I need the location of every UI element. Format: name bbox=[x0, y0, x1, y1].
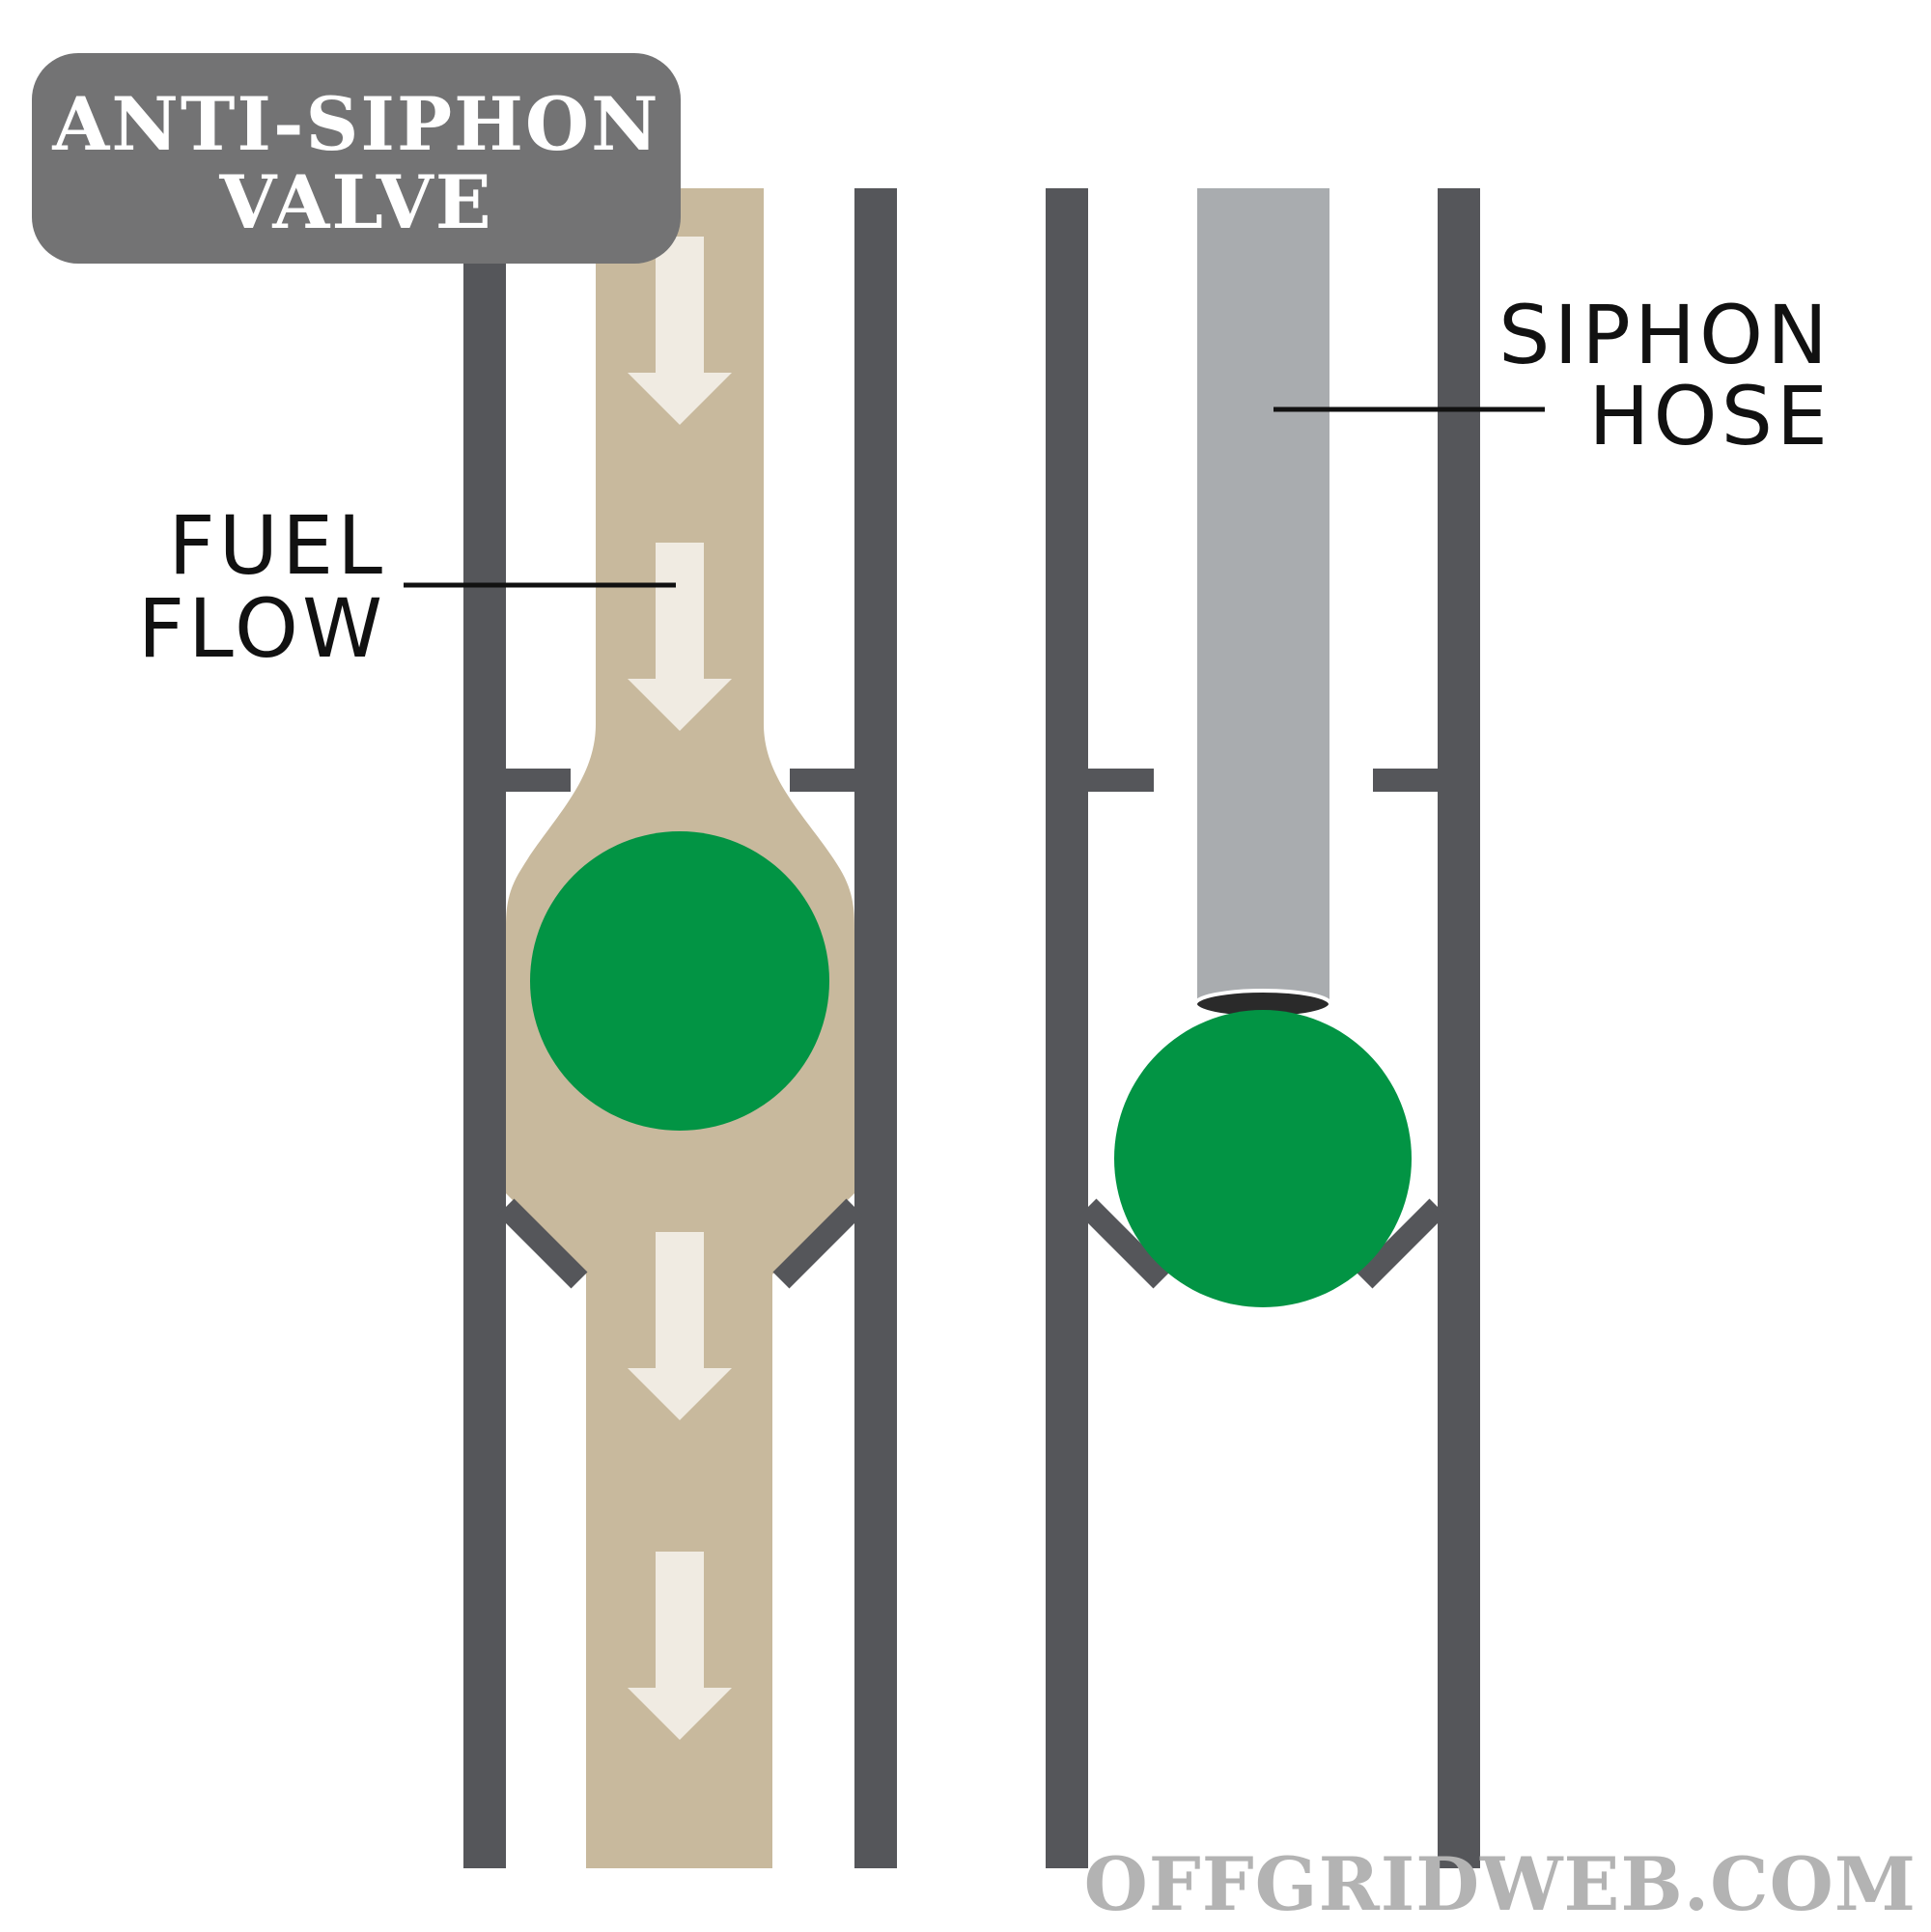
watermark-logo: OFFGRIDWEB.COM bbox=[1084, 1841, 1917, 1927]
siphon-hose-label: SIPHON HOSE bbox=[1498, 288, 1832, 463]
left-retainer-l bbox=[497, 1198, 588, 1289]
down-arrow-icon bbox=[628, 237, 732, 425]
fuel-flow-label: FUEL FLOW bbox=[138, 498, 386, 676]
title-box bbox=[32, 53, 681, 264]
right-valve bbox=[1046, 188, 1480, 1868]
left-seat-ledge-r bbox=[790, 769, 854, 792]
fuel-flow-label-line1: FUEL bbox=[168, 498, 386, 593]
check-ball-open bbox=[530, 831, 829, 1131]
right-retainer-l bbox=[1079, 1198, 1170, 1289]
fuel-flow-label-line2: FLOW bbox=[138, 581, 386, 676]
left-valve bbox=[463, 188, 897, 1868]
left-pipe-wall-inner bbox=[854, 188, 897, 1868]
siphon-hose bbox=[1197, 188, 1329, 1004]
right-seat-ledge-r bbox=[1373, 769, 1438, 792]
title-line1: ANTI-SIPHON bbox=[51, 81, 659, 167]
down-arrow-icon bbox=[628, 1552, 732, 1740]
down-arrow-icon bbox=[628, 543, 732, 731]
left-seat-ledge-l bbox=[506, 769, 571, 792]
left-retainer-r bbox=[772, 1198, 863, 1289]
siphon-hose-label-line2: HOSE bbox=[1588, 369, 1832, 463]
right-retainer-r bbox=[1356, 1198, 1446, 1289]
title-line2: VALVE bbox=[218, 159, 492, 245]
left-pipe-wall-outer bbox=[463, 256, 506, 1868]
title-badge: ANTI-SIPHON VALVE bbox=[32, 53, 681, 264]
down-arrow-icon bbox=[628, 1232, 732, 1420]
check-ball-blocking bbox=[1114, 1010, 1412, 1307]
siphon-hose-label-line1: SIPHON bbox=[1498, 288, 1832, 382]
right-pipe-wall-inner bbox=[1438, 188, 1480, 1868]
right-pipe-wall-outer bbox=[1046, 188, 1088, 1868]
right-seat-ledge-l bbox=[1088, 769, 1154, 792]
